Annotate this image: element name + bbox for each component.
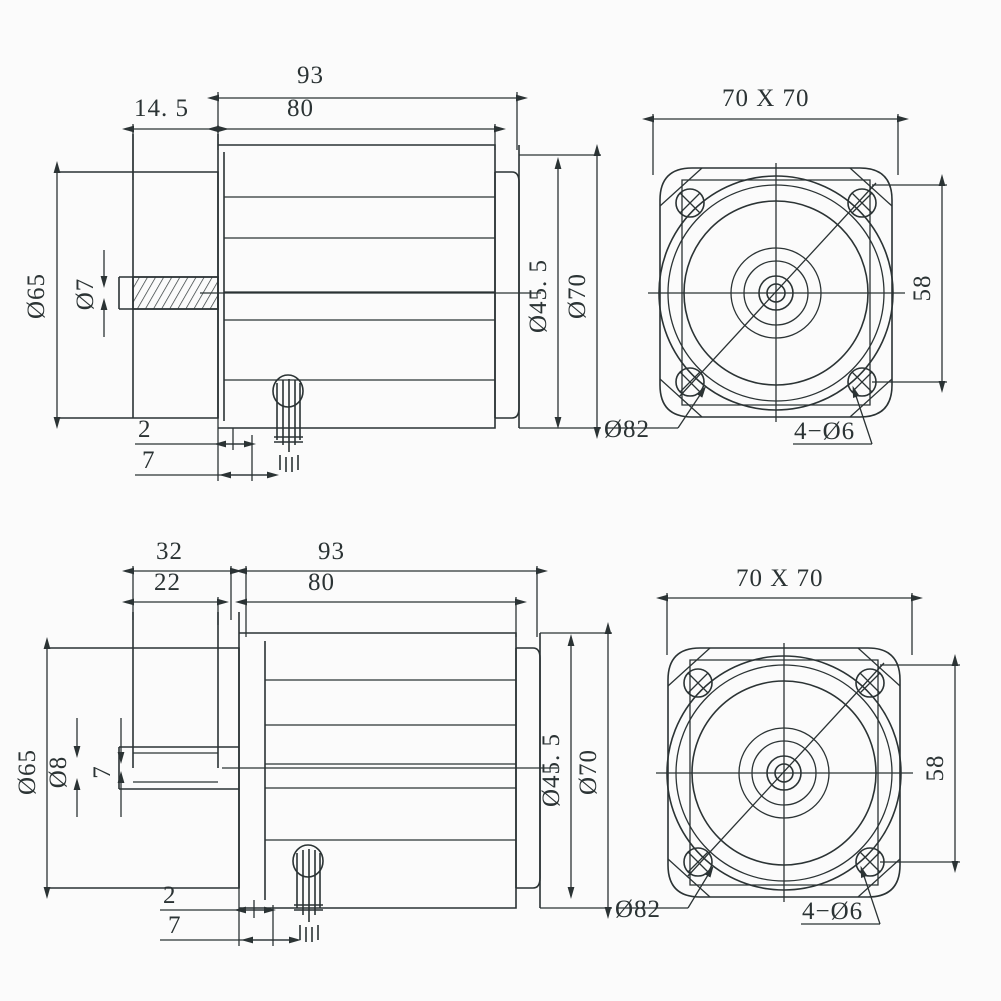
cable-gland [272,374,304,472]
bolt-circle-diagonal-2 [686,662,885,878]
dim-80: 80 [207,95,506,150]
dim-d7: Ø7 [72,250,108,337]
dim-93b: 93 [235,538,548,637]
dim-58: 58 [872,174,947,393]
dim-label-80: 80 [287,95,314,122]
dim-label-70x70: 70 X 70 [722,85,810,112]
dim-7-keyway: 7 [89,718,125,817]
bolt-circle-diagonal [678,182,877,398]
dim-7: 7 [135,435,279,481]
cable-gland-2 [292,844,324,942]
dim-label-d7: Ø7 [72,278,99,311]
dim-d65b: Ø65 [14,637,51,899]
mounting-hole-tr [847,188,877,218]
shaft-boss [132,134,219,418]
dim-label-22: 22 [154,569,181,596]
dim-label-58-2: 58 [922,755,949,782]
dim-label-d70: Ø70 [564,273,591,319]
leader-d82-2: Ø82 [615,865,714,923]
dim-label-d65b: Ø65 [14,749,41,795]
dim-2b: 2 [160,882,276,918]
dim-label-4-d6: 4−Ø6 [794,418,855,445]
mounting-hole-tl-2 [683,668,713,698]
housing-square [659,167,893,418]
housing-square-2 [667,647,901,898]
dim-label-93b: 93 [318,538,345,565]
corner-chamfer-tl-2 [667,647,711,687]
corner-chamfer-br [849,378,893,418]
view-bottom-left-side: 32 22 93 80 Ø65 Ø8 [14,538,612,946]
dim-14-5: 14. 5 [122,95,229,180]
dim-22: 22 [122,569,229,625]
view-top-right-face: 70 X 70 58 Ø82 4−Ø6 [604,85,947,445]
rear-cap [494,145,520,428]
dim-d65: Ø65 [23,161,61,429]
dim-label-93: 93 [297,62,324,89]
dim-label-d45-5b: Ø45. 5 [538,733,565,807]
dim-label-d82: Ø82 [604,416,650,443]
dim-d8: Ø8 [45,718,81,817]
dim-label-70x70-2: 70 X 70 [736,565,824,592]
corner-chamfer-tr-2 [857,647,901,687]
dim-d70: Ø70 [519,144,601,439]
view-bottom-right-face: 70 X 70 58 Ø82 4−Ø6 [615,565,960,925]
dim-label-7: 7 [142,447,156,474]
corner-chamfer-bl-2 [667,858,711,898]
dim-label-4-d6-2: 4−Ø6 [802,898,863,925]
corner-chamfer-tr [849,167,893,207]
dim-label-d45-5: Ø45. 5 [525,259,552,333]
dim-label-32: 32 [156,538,183,565]
dim-d70b: Ø70 [540,622,612,919]
dim-label-58: 58 [909,275,936,302]
dim-58-2: 58 [880,654,960,873]
mounting-hole-tr-2 [855,668,885,698]
dim-label-d70b: Ø70 [575,749,602,795]
leader-d82: Ø82 [604,385,707,443]
dim-label-2: 2 [138,416,152,443]
dim-70x70-2: 70 X 70 [656,565,923,655]
dim-label-2b: 2 [163,882,177,909]
corner-chamfer-br-2 [857,858,901,898]
corner-chamfer-tl [659,167,703,207]
leader-4-d6: 4−Ø6 [793,385,873,445]
dim-32: 32 [122,538,242,620]
dim-2: 2 [135,416,256,450]
view-top-left-side: 93 80 14. 5 Ø65 Ø7 Ø45. 5 [23,62,601,481]
corner-chamfer-bl [659,378,703,418]
dim-label-d8: Ø8 [45,756,72,789]
mounting-hole-tl [675,188,705,218]
dim-93: 93 [207,62,528,150]
dim-label-7b: 7 [168,912,182,939]
dim-label-d82-2: Ø82 [615,896,661,923]
dim-d45-5: Ø45. 5 [525,157,562,429]
dim-label-7-keyway: 7 [89,765,116,779]
dim-70x70: 70 X 70 [642,85,909,175]
dim-80b: 80 [235,569,527,637]
dim-label-d65: Ø65 [23,273,50,319]
leader-4-d6-2: 4−Ø6 [801,865,881,925]
dim-label-80b: 80 [308,569,335,596]
dim-7b: 7 [160,905,301,946]
dim-d45-5b: Ø45. 5 [538,634,575,899]
dim-label-14-5: 14. 5 [134,95,189,122]
shaft-boss-2 [132,612,240,888]
